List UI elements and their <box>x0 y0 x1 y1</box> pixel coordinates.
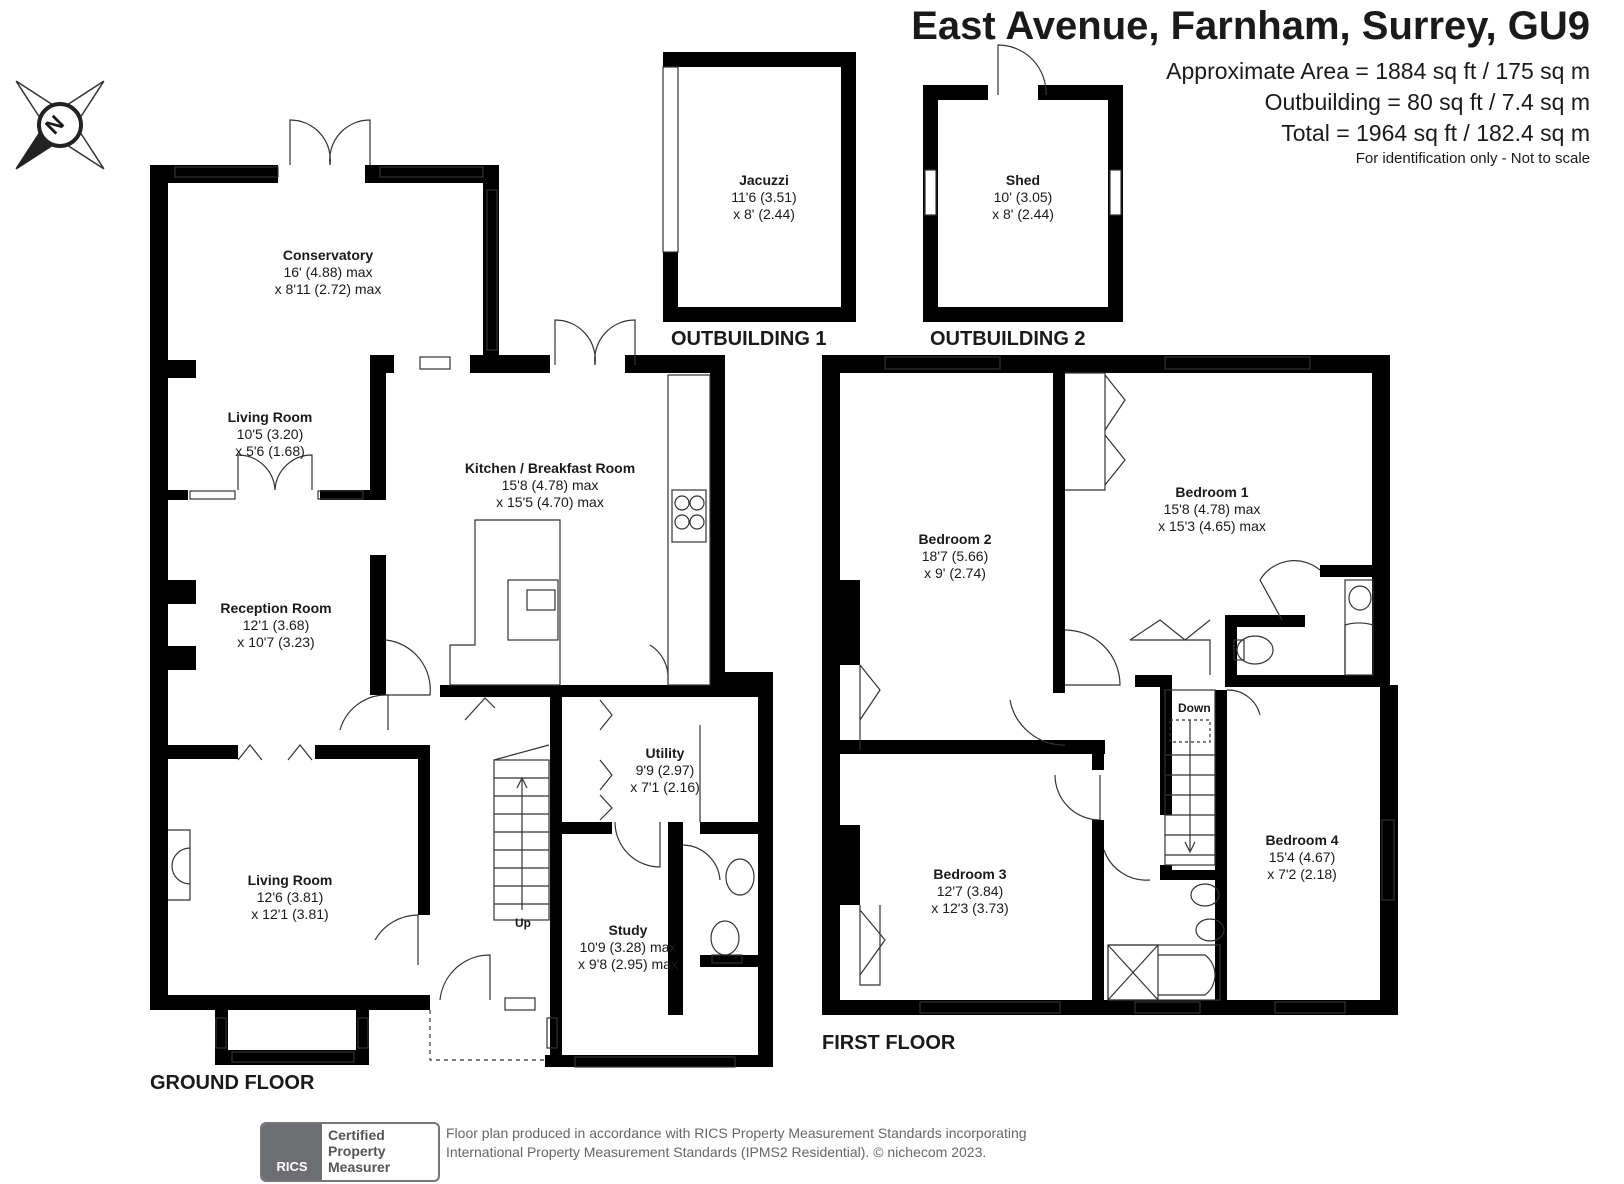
room-name: Reception Room <box>220 600 332 616</box>
room-dimension: 10'5 (3.20) <box>236 426 304 442</box>
room-dimension: x 15'5 (4.70) max <box>496 494 604 510</box>
property-title: East Avenue, Farnham, Surrey, GU9 <box>911 4 1590 48</box>
room-dimension: 16' (4.88) max <box>283 264 373 280</box>
room-dimension: x 9'8 (2.95) max <box>578 956 678 972</box>
first-floor-label: FIRST FLOOR <box>822 1032 956 1054</box>
room-shed: Shed 10' (3.05) x 8' (2.44) <box>992 172 1054 223</box>
room-dimension: x 10'7 (3.23) <box>237 634 315 650</box>
room-name: Bedroom 1 <box>1175 484 1249 500</box>
room-dimension: x 7'2 (2.18) <box>1267 866 1337 882</box>
room-bedroom1: Bedroom 1 15'8 (4.78) max x 15'3 (4.65) … <box>1158 484 1266 535</box>
first-floor-fittings <box>859 356 1395 1014</box>
footer-line: International Property Measurement Stand… <box>446 1144 987 1160</box>
room-living-lower: Living Room 12'6 (3.81) x 12'1 (3.81) <box>248 872 333 923</box>
ground-floor-walls <box>150 165 773 1067</box>
room-utility: Utility 9'9 (2.97) x 7'1 (2.16) <box>630 745 700 796</box>
room-name: Living Room <box>247 872 333 888</box>
badge-line: Property <box>328 1143 386 1159</box>
approximate-area: Approximate Area = 1884 sq ft / 175 sq m <box>1166 58 1590 84</box>
room-conservatory: Conservatory 16' (4.88) max x 8'11 (2.72… <box>275 247 382 298</box>
room-bedroom2: Bedroom 2 18'7 (5.66) x 9' (2.74) <box>918 531 991 582</box>
room-reception: Reception Room 12'1 (3.68) x 10'7 (3.23) <box>220 600 331 651</box>
room-dimension: x 7'1 (2.16) <box>630 779 700 795</box>
room-bedroom3: Bedroom 3 12'7 (3.84) x 12'3 (3.73) <box>931 866 1008 917</box>
room-dimension: 10'9 (3.28) max <box>579 939 677 955</box>
room-dimension: 10' (3.05) <box>993 189 1053 205</box>
outbuilding-area: Outbuilding = 80 sq ft / 7.4 sq m <box>1264 89 1590 115</box>
outbuilding-fittings <box>662 44 1122 253</box>
room-dimension: 15'8 (4.78) max <box>501 477 599 493</box>
area-summary: Approximate Area = 1884 sq ft / 175 sq m… <box>1166 56 1590 149</box>
room-dimension: x 12'1 (3.81) <box>251 906 329 922</box>
room-dimension: 15'4 (4.67) <box>1268 849 1336 865</box>
room-dimension: 15'8 (4.78) max <box>1163 501 1261 517</box>
stairs-up-label: Up <box>515 916 531 930</box>
footer-line: Floor plan produced in accordance with R… <box>446 1125 1027 1141</box>
room-name: Utility <box>645 745 685 761</box>
room-dimension: x 9' (2.74) <box>924 565 986 581</box>
outbuilding2-label: OUTBUILDING 2 <box>930 328 1086 350</box>
room-dimension: 12'6 (3.81) <box>256 889 324 905</box>
badge-text: Certified Property Measurer <box>322 1124 438 1180</box>
room-name: Shed <box>1005 172 1041 188</box>
first-floor-walls <box>822 355 1398 1015</box>
badge-line: Measurer <box>328 1159 391 1175</box>
ground-floor-label: GROUND FLOOR <box>150 1072 315 1094</box>
room-study: Study 10'9 (3.28) max x 9'8 (2.95) max <box>578 922 678 973</box>
footer-note: Floor plan produced in accordance with R… <box>446 1124 1027 1162</box>
room-dimension: x 8' (2.44) <box>992 206 1054 222</box>
room-dimension: 9'9 (2.97) <box>635 762 695 778</box>
room-name: Living Room <box>227 409 313 425</box>
room-name: Study <box>608 922 648 938</box>
room-name: Bedroom 2 <box>918 531 992 547</box>
room-bedroom4: Bedroom 4 15'4 (4.67) x 7'2 (2.18) <box>1265 832 1338 883</box>
rics-logo: RICS <box>262 1124 322 1180</box>
room-living-upper: Living Room 10'5 (3.20) x 5'6 (1.68) <box>228 409 313 460</box>
room-dimension: x 8' (2.44) <box>733 206 795 222</box>
compass-rose-icon <box>15 80 105 170</box>
badge-line: Certified <box>328 1127 385 1143</box>
room-jacuzzi: Jacuzzi 11'6 (3.51) x 8' (2.44) <box>731 172 796 223</box>
stairs-down-label: Down <box>1178 701 1211 715</box>
rics-certified-badge: RICS Certified Property Measurer <box>260 1122 440 1182</box>
disclaimer-note: For identification only - Not to scale <box>1355 150 1590 167</box>
room-dimension: 11'6 (3.51) <box>731 189 797 205</box>
room-dimension: x 15'3 (4.65) max <box>1158 518 1266 534</box>
room-name: Conservatory <box>282 247 374 263</box>
room-dimension: 12'7 (3.84) <box>936 883 1004 899</box>
room-name: Jacuzzi <box>739 172 789 188</box>
room-name: Bedroom 4 <box>1265 832 1339 848</box>
outbuilding1-label: OUTBUILDING 1 <box>671 328 827 350</box>
ground-floor-fittings <box>168 119 755 1068</box>
room-dimension: 12'1 (3.68) <box>242 617 310 633</box>
room-dimension: x 12'3 (3.73) <box>931 900 1009 916</box>
total-area: Total = 1964 sq ft / 182.4 sq m <box>1281 120 1590 146</box>
room-kitchen: Kitchen / Breakfast Room 15'8 (4.78) max… <box>465 460 635 511</box>
room-name: Bedroom 3 <box>933 866 1007 882</box>
room-dimension: x 5'6 (1.68) <box>235 443 305 459</box>
room-dimension: 18'7 (5.66) <box>921 548 989 564</box>
room-dimension: x 8'11 (2.72) max <box>274 281 382 297</box>
room-name: Kitchen / Breakfast Room <box>464 460 636 476</box>
